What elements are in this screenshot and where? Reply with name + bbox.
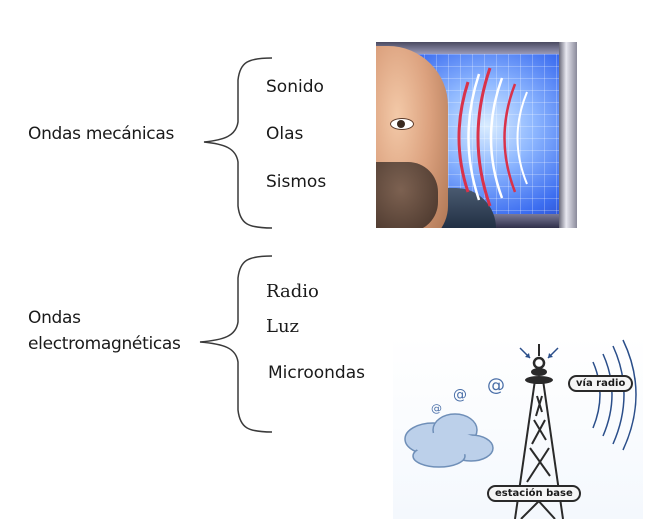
item-sismos: Sismos <box>266 172 327 192</box>
antenna-top <box>519 344 559 384</box>
at-symbol-small: @ <box>431 402 442 415</box>
antenna-illustration: @ @ @ vía radio estación base <box>393 336 643 519</box>
item-sonido: Sonido <box>266 77 324 97</box>
photo-frame-right <box>559 42 577 228</box>
bracket-mechanical <box>203 57 273 229</box>
base-station-badge: estación base <box>487 485 581 502</box>
radio-waves <box>592 339 637 451</box>
bracket-electromagnetic <box>199 255 273 433</box>
item-microondas: Microondas <box>268 363 365 383</box>
item-olas: Olas <box>266 124 304 144</box>
person-beard <box>376 162 438 228</box>
item-radio: Radio <box>266 281 319 302</box>
person-eye <box>390 118 414 130</box>
group-label-electromagnetic-line2: electromagnéticas <box>28 334 181 354</box>
group-label-mechanical: Ondas mecánicas <box>28 124 175 144</box>
group-label-electromagnetic-line1: Ondas <box>28 308 81 328</box>
sound-wave-photo <box>376 42 577 228</box>
sound-waves-icon <box>457 67 528 207</box>
item-luz: Luz <box>266 316 300 337</box>
at-symbol-large: @ <box>487 375 505 396</box>
photo-frame-top <box>376 42 577 54</box>
at-symbol-medium: @ <box>453 387 467 403</box>
cloud-icon <box>404 413 494 468</box>
via-radio-badge: vía radio <box>568 375 634 392</box>
at-symbols: @ @ @ <box>431 375 505 415</box>
